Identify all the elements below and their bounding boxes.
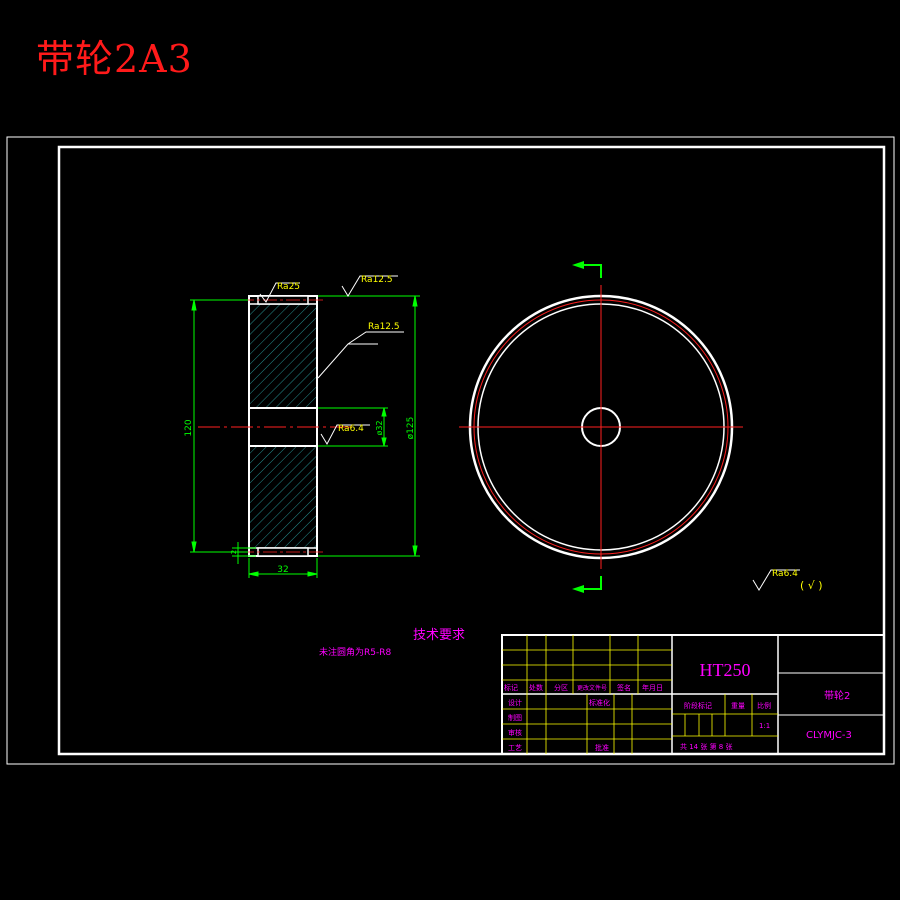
outer-frame <box>6 136 895 765</box>
tech-heading: 技术要求 <box>413 628 465 643</box>
title-block <box>501 634 885 755</box>
front-view <box>459 285 743 569</box>
section-cut-bottom <box>572 576 602 593</box>
ra64-label: Ra6.4 <box>338 424 364 434</box>
section-view <box>198 295 352 557</box>
row-label-0: 设计 <box>508 698 522 707</box>
scale-value: 1:1 <box>759 722 770 730</box>
drawing-title: 带轮2A3 <box>36 37 193 81</box>
scale-label: 比例 <box>757 701 771 710</box>
dim-phi32-label: ø32 <box>375 420 384 435</box>
dim-small <box>232 542 256 564</box>
hatch-upper <box>250 304 316 408</box>
dim-height-label: 120 <box>184 419 194 436</box>
dim-height <box>190 299 248 553</box>
hatch-lower <box>250 446 316 548</box>
dim-small-label: 2 <box>230 550 238 554</box>
dim-width <box>248 558 318 578</box>
sheets-label: 共 14 张 第 8 张 <box>680 742 733 751</box>
standardize-label: 标准化 <box>589 698 610 707</box>
roughness-ra125-top <box>341 275 398 297</box>
ra64-paren: ( √ ) <box>800 579 823 592</box>
section-cut-top <box>572 261 602 278</box>
rev-header-4: 签名 <box>617 683 631 692</box>
roughness-ra64 <box>320 424 370 446</box>
part-name-label: 带轮2 <box>824 689 850 702</box>
rev-header-2: 分区 <box>554 683 568 692</box>
dim-phi125-label: ø125 <box>406 417 416 440</box>
rev-header-1: 处数 <box>529 683 543 692</box>
dim-width-label: 32 <box>277 565 288 575</box>
ra64-general-label: Ra6.4 <box>772 569 798 579</box>
rev-header-3: 更改文件号 <box>577 684 607 692</box>
rev-header-5: 年月日 <box>642 683 663 692</box>
stage-label: 阶段标记 <box>684 701 712 710</box>
tech-note: 未注圆角为R5-R8 <box>319 646 391 658</box>
row-label-2: 审核 <box>508 728 522 737</box>
weight-label: 重量 <box>731 702 745 710</box>
dim-phi125 <box>318 295 420 557</box>
roughness-ra125-mid <box>317 331 404 379</box>
drawing-number-label: CLYMJC-3 <box>806 730 852 741</box>
approve-label: 批准 <box>595 743 609 752</box>
ra125-top-label: Ra12.5 <box>361 275 393 285</box>
ra25-label: Ra25 <box>277 282 300 292</box>
roughness-ra25 <box>259 282 300 303</box>
row-label-1: 制图 <box>508 713 522 722</box>
material-label: HT250 <box>700 660 751 680</box>
dim-phi32 <box>318 407 388 447</box>
row-label-3: 工艺 <box>508 744 522 752</box>
roughness-general <box>752 569 800 591</box>
inner-frame <box>57 145 886 756</box>
rev-header-0: 标记 <box>504 683 518 692</box>
ra125-mid-label: Ra12.5 <box>368 322 400 332</box>
